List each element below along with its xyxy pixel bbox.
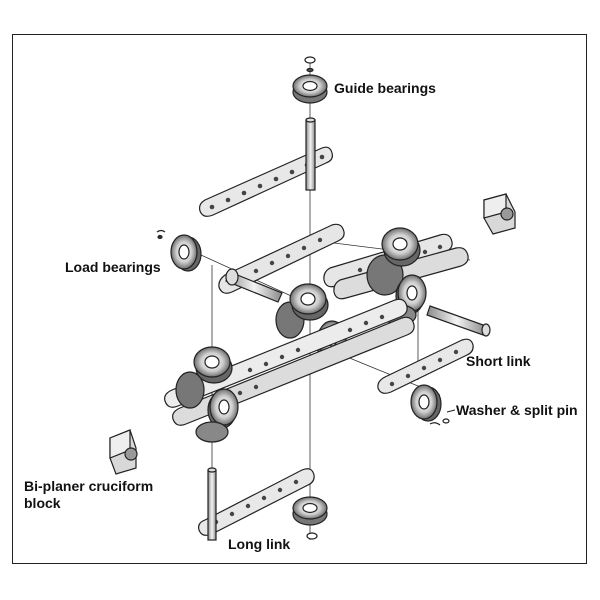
cruciform-block-left [109,429,138,475]
label-long-link: Long link [228,536,291,552]
washer-split-pin-bearing [410,384,450,426]
guide-bearing-top [292,56,328,104]
cruciform-block-right [483,193,516,235]
load-pin-left [225,268,283,303]
label-short-link: Short link [466,353,531,369]
washer-leader-line [446,409,456,413]
short-link [377,305,491,394]
long-link-bottom [198,467,315,541]
long-link-top [198,117,333,217]
label-load-bearings: Load bearings [65,259,161,275]
assembly-lines [189,60,471,540]
label-biplaner-cruciform-block: Bi-planer cruciform block [24,478,154,511]
label-guide-bearings: Guide bearings [334,80,436,96]
label-washer-split-pin: Washer & split pin [456,402,578,418]
guide-bearing-bottom [292,496,328,540]
load-bearing-left [156,229,202,272]
bearing-assembly-lower-left [175,346,239,443]
